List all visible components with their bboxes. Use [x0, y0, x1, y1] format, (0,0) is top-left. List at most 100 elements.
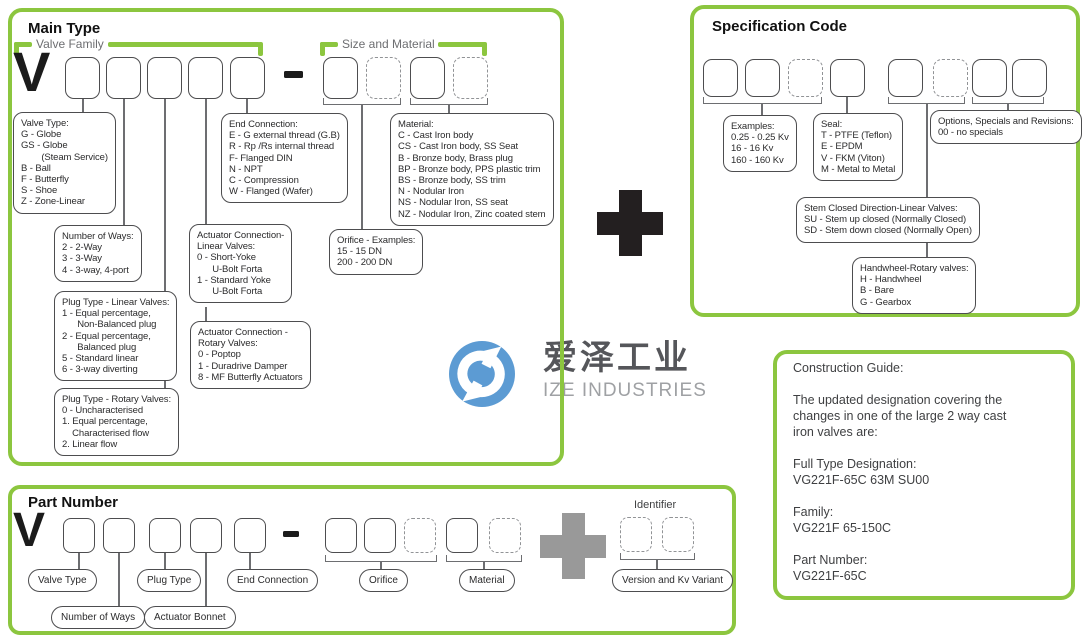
label-kv-examples: Examples: 0.25 - 0.25 Kv 16 - 16 Kv 160 …: [723, 115, 797, 172]
main-type-panel: [8, 8, 564, 466]
code-box-orifice-2: [364, 518, 396, 553]
connector-line: [380, 561, 382, 570]
connector-line: [846, 97, 848, 113]
label-plug-type: Plug Type: [137, 569, 202, 592]
connector-line: [78, 553, 80, 570]
valve-family-bracket-bar: [14, 42, 32, 47]
connector-line: [82, 98, 84, 112]
label-options-specials-revisions: Options, Specials and Revisions: 00 - no…: [930, 110, 1082, 145]
brand-name-en: IZE INDUSTRIES: [543, 380, 707, 402]
code-box-material-1: [446, 518, 478, 553]
construction-guide-panel: [773, 350, 1075, 600]
connector-line: [205, 553, 207, 607]
size-material-bracket-tick-right: [482, 42, 487, 56]
part-number-panel: [8, 485, 736, 635]
plus-icon: [540, 513, 606, 579]
code-box-stem-direction-2: [933, 59, 968, 97]
brand-name-cn: 爱泽工业: [543, 339, 691, 377]
label-orifice-examples: Orifice - Examples: 15 - 15 DN 200 - 200…: [329, 229, 424, 275]
valve-family-bracket-tick-left: [14, 42, 19, 56]
label-number-of-ways: Number of Ways: [51, 606, 146, 629]
code-box-stem-direction-1: [888, 59, 923, 97]
valve-family-bracket-label: Valve Family: [36, 37, 104, 51]
label-plug-type-rotary: Plug Type - Rotary Valves: 0 - Uncharact…: [54, 388, 179, 457]
brand-watermark: 爱泽工业 IZE INDUSTRIES: [448, 339, 707, 408]
code-box-identifier-1: [620, 517, 652, 552]
connector-line: [205, 98, 207, 224]
code-box-end-connection: [234, 518, 266, 553]
code-box-plug-type: [147, 57, 182, 99]
code-box-material-1: [410, 57, 445, 99]
connector-line: [164, 98, 166, 291]
connector-line: [926, 103, 928, 197]
code-box-options-2: [1012, 59, 1047, 97]
valve-family-bracket-tick-right: [258, 42, 263, 56]
code-box-valve-type: [63, 518, 95, 553]
connector-line: [448, 104, 450, 114]
label-version-kv-variant: Version and Kv Variant: [612, 569, 733, 592]
code-box-kv-2: [745, 59, 780, 97]
separator-dash: [284, 71, 303, 78]
code-box-seal: [830, 59, 865, 97]
code-box-identifier-2: [662, 517, 694, 552]
connector-line: [1007, 103, 1009, 110]
code-box-material-2: [453, 57, 488, 99]
connector-line: [361, 104, 363, 230]
code-box-orifice-1: [323, 57, 358, 99]
connector-line: [123, 98, 125, 225]
label-seal: Seal: T - PTFE (Teflon) E - EPDM V - FKM…: [813, 113, 904, 182]
connector-line: [164, 553, 166, 570]
label-actuator-connection-rotary: Actuator Connection - Rotary Valves: 0 -…: [190, 321, 311, 390]
label-orifice: Orifice: [359, 569, 408, 592]
plus-icon: [597, 190, 663, 256]
code-box-number-of-ways: [106, 57, 141, 99]
ize-logo-icon: [449, 341, 515, 407]
size-material-bracket-tick-left: [320, 42, 325, 56]
size-material-bracket-label: Size and Material: [342, 37, 435, 51]
separator-dash: [283, 531, 299, 537]
connector-line: [118, 553, 120, 607]
label-plug-type-linear: Plug Type - Linear Valves: 1 - Equal per…: [54, 291, 178, 382]
brand-text: 爱泽工业 IZE INDUSTRIES: [543, 339, 707, 402]
part-number-title: Part Number: [28, 494, 119, 511]
code-box-kv-1: [703, 59, 738, 97]
label-end-connection: End Connection: E - G external thread (G…: [221, 113, 348, 204]
label-valve-type: Valve Type: [28, 569, 97, 592]
specification-code-title: Specification Code: [712, 18, 848, 35]
code-box-actuator-connection: [188, 57, 223, 99]
code-box-orifice-1: [325, 518, 357, 553]
code-box-end-connection: [230, 57, 265, 99]
code-box-kv-3: [788, 59, 823, 97]
label-handwheel-rotary: Handwheel-Rotary valves: H - Handwheel B…: [852, 257, 977, 314]
connector-line: [656, 559, 658, 569]
label-valve-type: Valve Type: G - Globe GS - Globe (Steam …: [13, 112, 116, 214]
code-box-number-of-ways: [103, 518, 135, 553]
code-box-plug-type: [149, 518, 181, 553]
connector-line: [483, 561, 485, 570]
connector-line: [249, 553, 251, 570]
size-material-bracket-bar: [438, 42, 486, 47]
identifier-caption: Identifier: [634, 499, 677, 511]
valve-family-bracket-bar: [108, 42, 260, 47]
connector-line: [761, 103, 763, 115]
main-type-title: Main Type: [28, 20, 101, 37]
code-box-actuator-bonnet: [190, 518, 222, 553]
specification-code-panel: [690, 5, 1080, 317]
label-actuator-connection-linear: Actuator Connection- Linear Valves: 0 - …: [189, 224, 293, 304]
label-material: Material: [459, 569, 515, 592]
connector-line: [205, 307, 207, 321]
construction-guide-text: Construction Guide: The updated designat…: [793, 361, 1007, 583]
code-box-options-1: [972, 59, 1007, 97]
label-end-connection: End Connection: [227, 569, 319, 592]
code-box-orifice-2: [366, 57, 401, 99]
code-box-valve-type: [65, 57, 100, 99]
label-actuator-bonnet: Actuator Bonnet: [144, 606, 236, 629]
code-box-orifice-3: [404, 518, 436, 553]
connector-line: [164, 377, 166, 388]
code-box-material-2: [489, 518, 521, 553]
